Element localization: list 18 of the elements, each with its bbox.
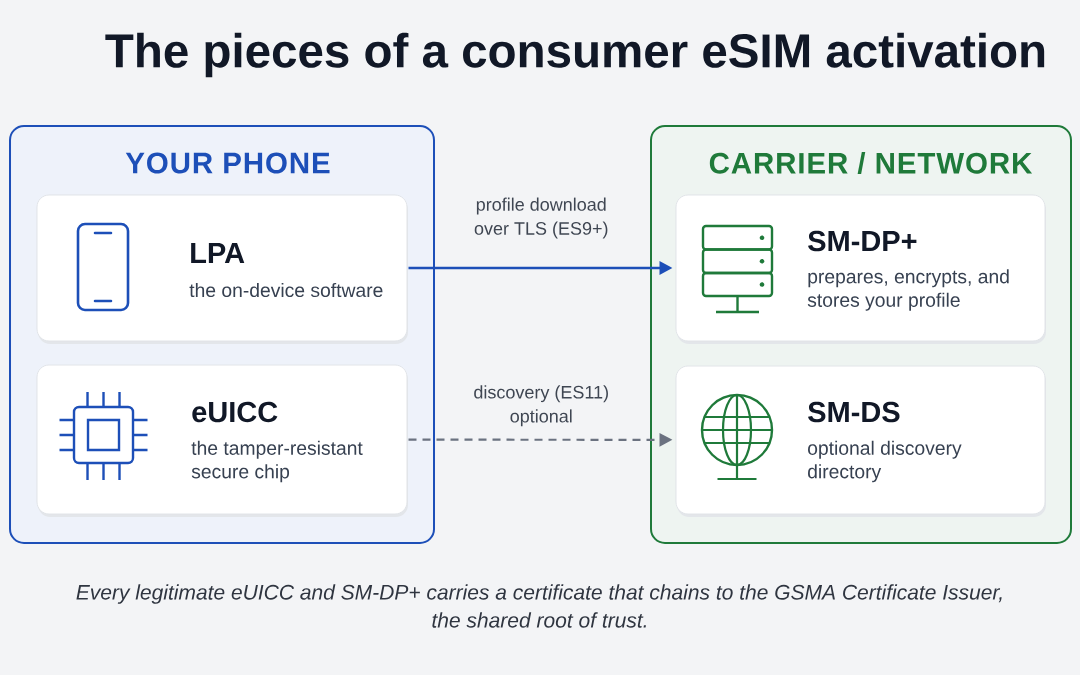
panel-heading: CARRIER / NETWORK (709, 152, 1033, 174)
card-description: prepares, encrypts, and stores your profile (807, 269, 1009, 311)
panel-heading: YOUR PHONE (125, 152, 330, 174)
title: The pieces of a consumer eSIM activation (105, 32, 1045, 78)
card-description: the on-device software (189, 282, 383, 298)
card-description: optional discovery directory (808, 440, 962, 483)
card (36, 364, 408, 517)
card-title: LPA (191, 243, 245, 263)
card-title: SM-DS (808, 401, 900, 423)
card-description: the tamper-resistant secure chip (191, 440, 363, 483)
edge-label: profile download over TLS (ES9+) (474, 197, 608, 239)
card (675, 365, 1046, 517)
card-title: eUICC (192, 401, 278, 423)
edge-label: discovery (ES11) optional (474, 385, 608, 427)
card (36, 194, 408, 344)
caption: Every legitimate eUICC and SM-DP+ carries a certificate that chains to the GSMA Certificate Issuer, the shared root of trust. (76, 584, 1002, 628)
card (675, 194, 1046, 344)
card-title: SM-DP+ (808, 230, 917, 252)
